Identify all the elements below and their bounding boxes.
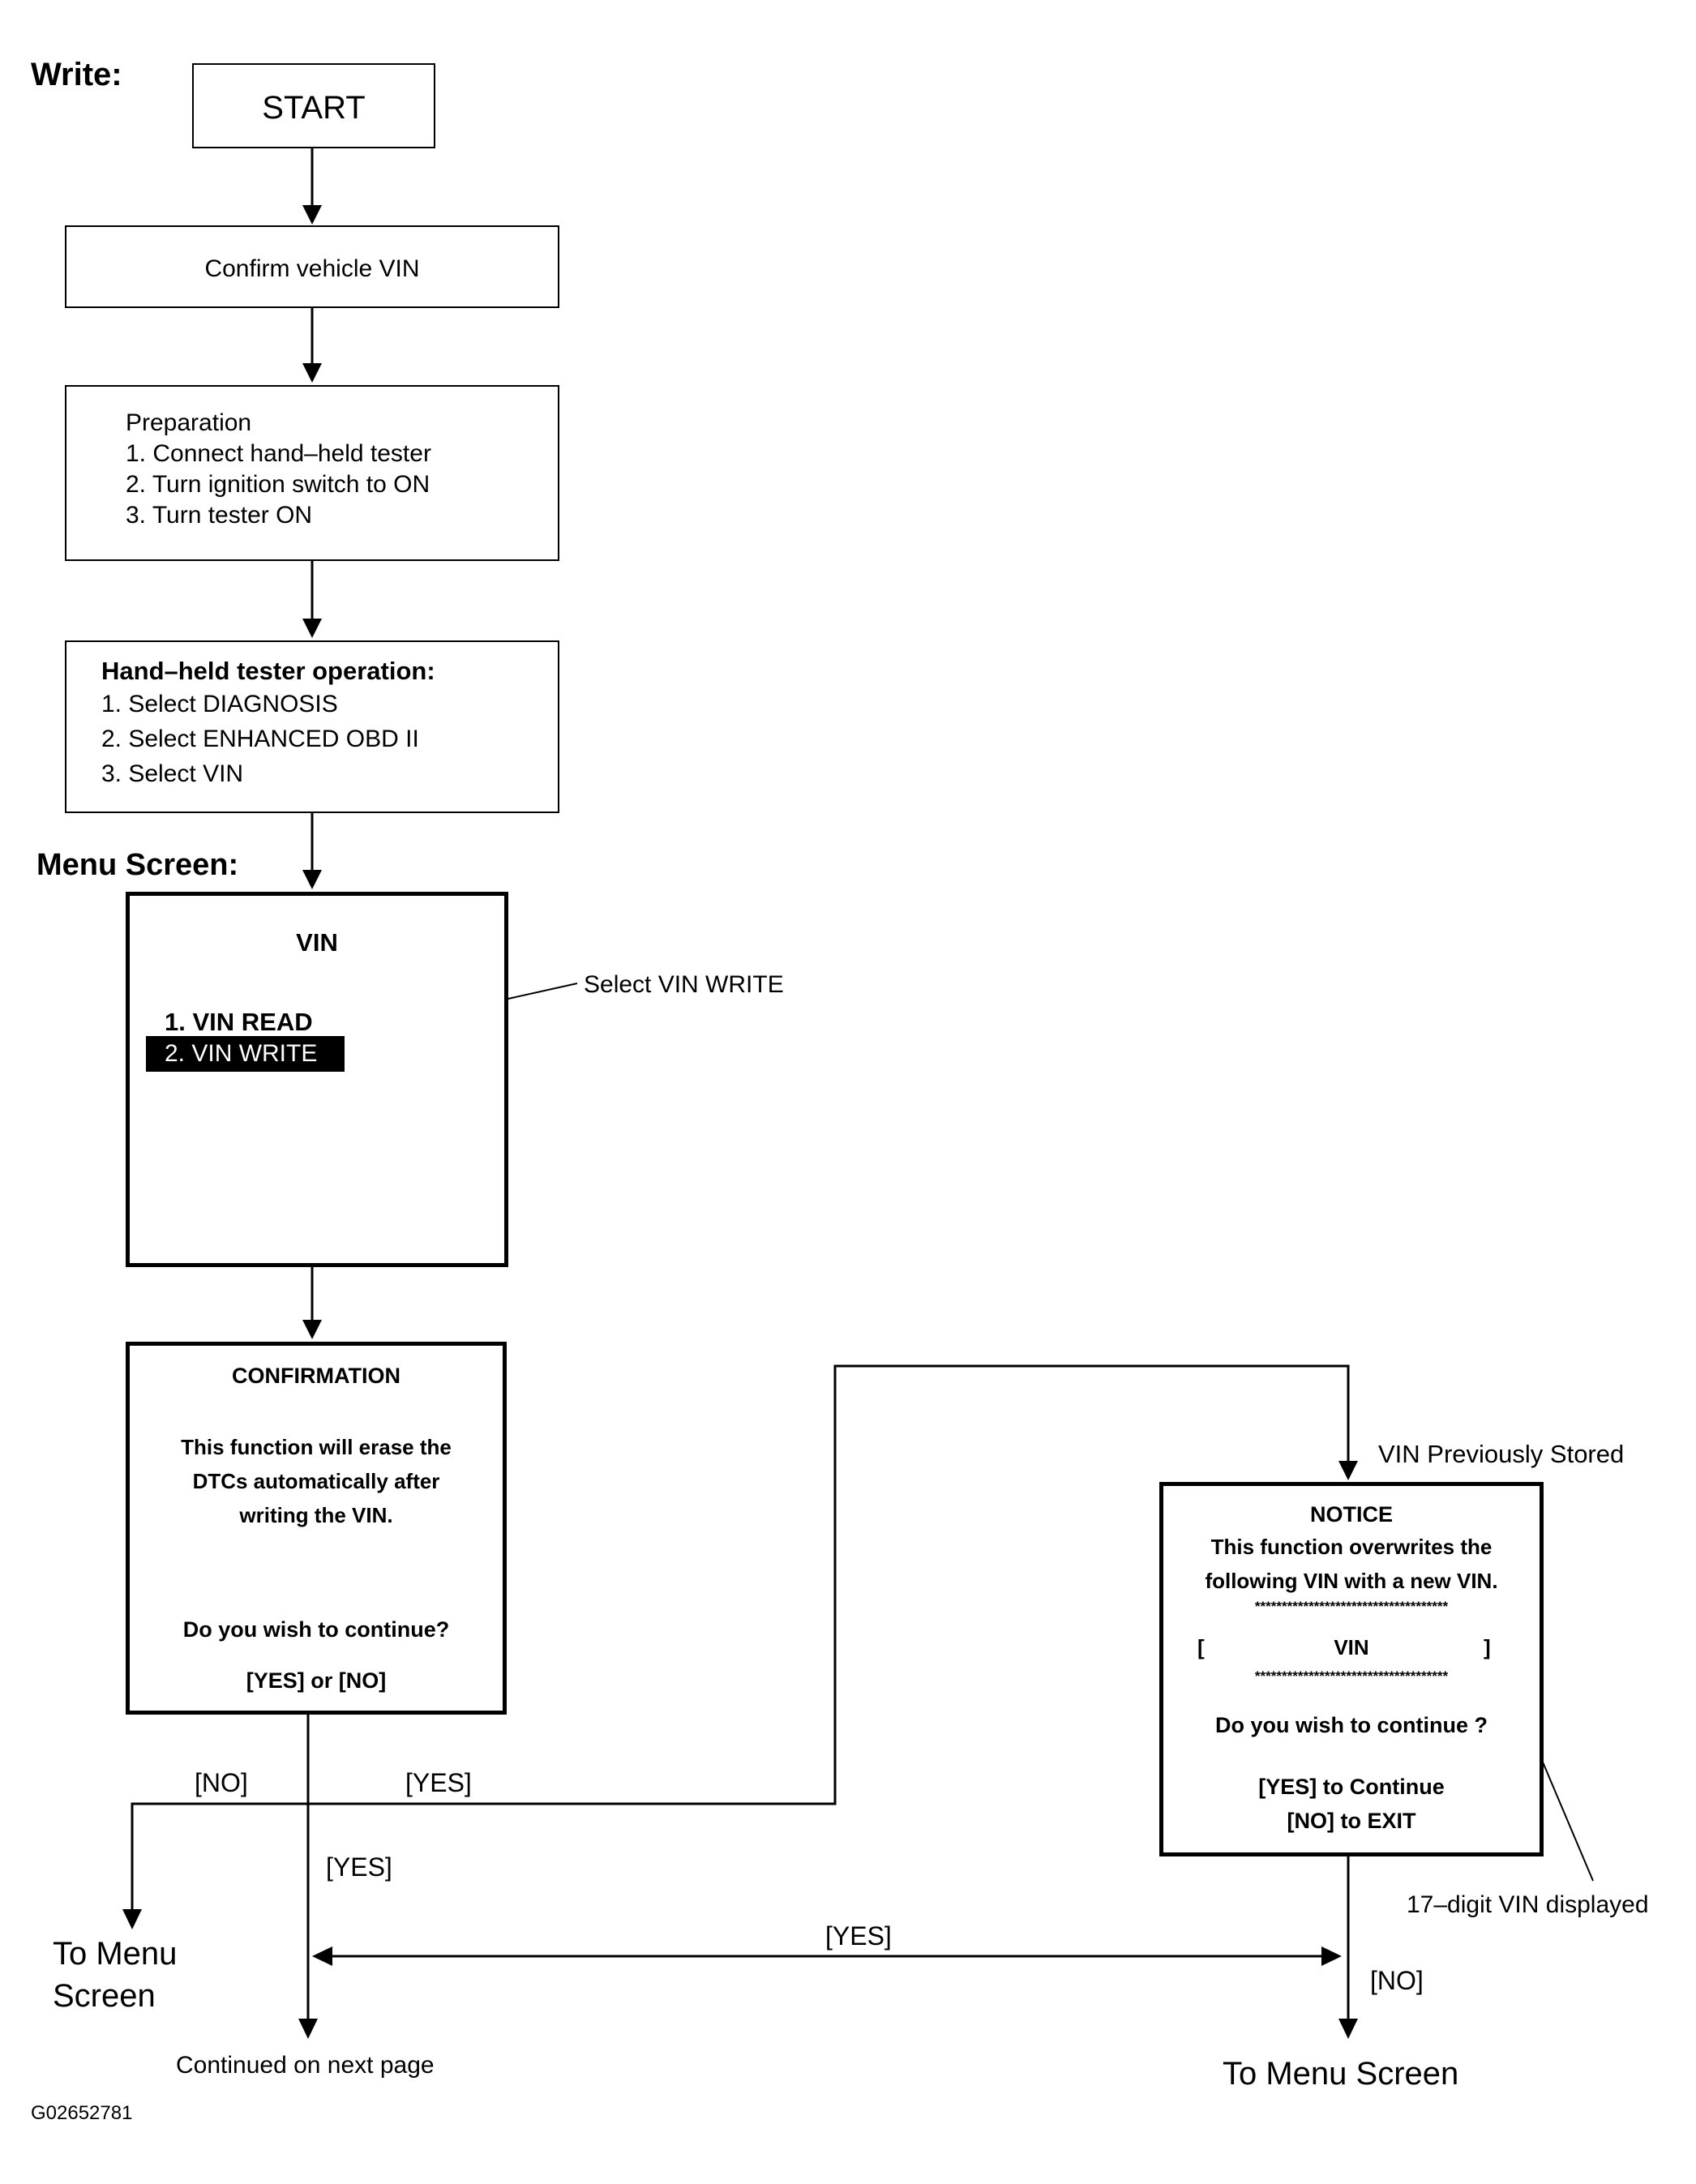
notice-message-2: following VIN with a new VIN. bbox=[1205, 1569, 1498, 1593]
notice-stars-top: ************************************ bbox=[1254, 1599, 1449, 1614]
arrowhead-no-left bbox=[122, 1909, 142, 1929]
label-no-right: [NO] bbox=[1370, 1966, 1424, 1995]
notice-vin-left-bracket: [ bbox=[1197, 1635, 1205, 1659]
arrowhead-3 bbox=[302, 619, 322, 638]
continued-on-next-page: Continued on next page bbox=[176, 2052, 435, 2079]
preparation-box: Preparation 1. Connect hand–held tester … bbox=[65, 385, 559, 561]
confirmation-message-1: This function will erase the bbox=[181, 1435, 452, 1459]
label-vin-previously-stored: VIN Previously Stored bbox=[1378, 1440, 1625, 1468]
preparation-step-3: 3. Turn tester ON bbox=[126, 502, 313, 529]
menu-item-vin-write-highlight: 2. VIN WRITE bbox=[146, 1036, 345, 1072]
confirmation-message-3: writing the VIN. bbox=[239, 1503, 393, 1527]
menu-screen-title: VIN bbox=[296, 928, 338, 957]
arrowhead-horizontal-right bbox=[1321, 1946, 1342, 1966]
menu-screen-box: VIN 1. VIN READ 2. VIN WRITE bbox=[126, 892, 508, 1267]
to-menu-right: To Menu Screen bbox=[1223, 2056, 1459, 2092]
notice-yes-option: [YES] to Continue bbox=[1258, 1775, 1445, 1799]
to-menu-left-line-1: To Menu bbox=[53, 1936, 178, 1972]
notice-box: NOTICE This function overwrites the foll… bbox=[1159, 1482, 1544, 1856]
arrowhead-notice-in bbox=[1338, 1461, 1358, 1480]
arrowhead-horizontal-left bbox=[312, 1946, 332, 1966]
confirmation-message-2: DTCs automatically after bbox=[192, 1469, 440, 1493]
start-box: START bbox=[192, 63, 435, 148]
callout-select-vin-write: Select VIN WRITE bbox=[584, 971, 784, 998]
tester-operation-step-1: 1. Select DIAGNOSIS bbox=[101, 691, 338, 717]
notice-stars-bottom: ************************************ bbox=[1254, 1668, 1449, 1684]
notice-no-option: [NO] to EXIT bbox=[1287, 1809, 1416, 1833]
arrowhead-2 bbox=[302, 363, 322, 383]
start-text: START bbox=[262, 90, 366, 126]
label-no-left: [NO] bbox=[195, 1768, 248, 1797]
label-17-digit-vin: 17–digit VIN displayed bbox=[1407, 1891, 1649, 1918]
preparation-title: Preparation bbox=[126, 409, 252, 436]
confirmation-question: Do you wish to continue? bbox=[182, 1617, 450, 1642]
menu-item-vin-write: 2. VIN WRITE bbox=[165, 1040, 318, 1067]
tester-operation-step-3: 3. Select VIN bbox=[101, 760, 244, 787]
confirm-vin-box: Confirm vehicle VIN bbox=[65, 225, 559, 308]
arrowhead-4 bbox=[302, 870, 322, 889]
tester-operation-step-2: 2. Select ENHANCED OBD II bbox=[101, 726, 419, 752]
label-yes-horizontal: [YES] bbox=[825, 1921, 892, 1951]
confirmation-options: [YES] or [NO] bbox=[246, 1668, 387, 1693]
preparation-step-2: 2. Turn ignition switch to ON bbox=[126, 471, 430, 498]
notice-vin-text: VIN bbox=[1334, 1635, 1369, 1659]
arrowhead-1 bbox=[302, 205, 322, 225]
arrowhead-continued bbox=[298, 2019, 318, 2039]
notice-message-1: This function overwrites the bbox=[1210, 1535, 1493, 1559]
tester-operation-title: Hand–held tester operation: bbox=[101, 657, 435, 685]
line-no-branch bbox=[131, 1802, 308, 1913]
notice-question: Do you wish to continue ? bbox=[1215, 1713, 1488, 1737]
preparation-step-1: 1. Connect hand–held tester bbox=[126, 440, 431, 467]
notice-vin-right-bracket: ] bbox=[1484, 1635, 1491, 1659]
tester-operation-box: Hand–held tester operation: 1. Select DI… bbox=[65, 640, 559, 813]
to-menu-left-line-2: Screen bbox=[53, 1978, 156, 2014]
line-yes-branch bbox=[308, 1364, 1350, 1805]
confirm-vin-text: Confirm vehicle VIN bbox=[204, 255, 420, 282]
write-label: Write: bbox=[31, 57, 122, 92]
menu-item-vin-read: 1. VIN READ bbox=[165, 1008, 313, 1036]
figure-id: G02652781 bbox=[31, 2102, 133, 2124]
menu-screen-label: Menu Screen: bbox=[36, 848, 239, 882]
notice-title: NOTICE bbox=[1309, 1502, 1393, 1527]
arrowhead-right-menu bbox=[1338, 2019, 1358, 2039]
label-yes-mid: [YES] bbox=[326, 1852, 392, 1882]
confirmation-box: CONFIRMATION This function will erase th… bbox=[126, 1342, 507, 1715]
arrowhead-5 bbox=[302, 1320, 322, 1339]
label-yes-top: [YES] bbox=[405, 1768, 472, 1797]
confirmation-title: CONFIRMATION bbox=[232, 1364, 400, 1388]
